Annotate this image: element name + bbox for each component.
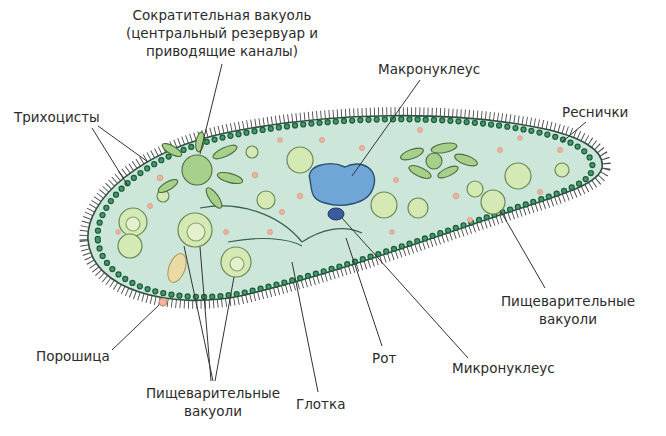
cilia bbox=[88, 116, 602, 301]
leader-lines bbox=[346, 238, 382, 346]
granules bbox=[268, 230, 273, 235]
granules bbox=[453, 193, 459, 199]
leader-lines bbox=[112, 305, 159, 350]
contractile-vacuole bbox=[211, 142, 238, 161]
granules bbox=[148, 204, 153, 209]
trichocyst-row bbox=[98, 119, 593, 297]
leader-lines bbox=[292, 262, 318, 392]
leader-lines bbox=[92, 128, 128, 186]
part-label: Пищеварительные вакуоли bbox=[493, 292, 643, 328]
food-vacuoles bbox=[178, 213, 212, 247]
food-vacuoles bbox=[555, 163, 569, 177]
part-label: Пищеварительные вакуоли bbox=[138, 384, 288, 420]
macronucleus bbox=[309, 164, 374, 205]
granules bbox=[394, 178, 399, 183]
part-label: Трихоцисты bbox=[14, 108, 134, 126]
leader-lines bbox=[500, 210, 545, 288]
granules bbox=[157, 175, 163, 181]
pharynx bbox=[200, 206, 362, 246]
granules bbox=[297, 193, 303, 199]
food-vacuoles bbox=[408, 198, 428, 218]
part-label: Рот bbox=[372, 349, 412, 367]
contractile-vacuole bbox=[182, 155, 212, 185]
granules bbox=[360, 146, 365, 151]
contractile-vacuole bbox=[194, 131, 205, 152]
food-vacuoles bbox=[467, 181, 483, 197]
part-label: Глотка bbox=[296, 395, 376, 413]
leader-lines bbox=[92, 64, 586, 392]
contractile-vacuole bbox=[156, 131, 478, 210]
anal-pore bbox=[159, 298, 167, 306]
part-label: Сократительная вакуоль (центральный резе… bbox=[120, 6, 325, 60]
granules bbox=[418, 128, 423, 133]
granules bbox=[538, 190, 543, 195]
contractile-vacuole bbox=[160, 141, 183, 159]
granules bbox=[558, 148, 563, 153]
food-vacuoles bbox=[287, 147, 313, 173]
food-vacuoles bbox=[187, 223, 205, 241]
granules bbox=[252, 172, 258, 178]
food-vacuoles bbox=[481, 190, 505, 214]
granules bbox=[320, 138, 325, 143]
part-label: Реснички bbox=[562, 103, 652, 121]
granules bbox=[518, 136, 523, 141]
granules bbox=[498, 148, 503, 153]
cilia bbox=[88, 116, 602, 301]
food-vacuoles bbox=[126, 217, 140, 231]
granules bbox=[390, 230, 395, 235]
leader-lines bbox=[215, 277, 234, 381]
contractile-vacuole bbox=[203, 186, 224, 211]
leader-lines bbox=[342, 218, 468, 358]
trichocyst-row bbox=[98, 119, 593, 297]
food-vacuoles bbox=[257, 191, 275, 209]
granules bbox=[468, 218, 473, 223]
contractile-vacuole bbox=[399, 146, 425, 163]
macronucleus bbox=[309, 164, 374, 205]
micronucleus bbox=[328, 208, 344, 220]
granules bbox=[116, 128, 563, 235]
contractile-vacuole bbox=[426, 153, 442, 169]
granules bbox=[280, 210, 285, 215]
food-vacuoles bbox=[505, 163, 531, 189]
contractile-vacuole bbox=[216, 170, 243, 185]
food-vacuoles bbox=[371, 192, 397, 218]
leader-lines bbox=[98, 126, 148, 162]
food-vacuoles bbox=[221, 247, 251, 277]
leader-lines bbox=[184, 246, 213, 381]
granules bbox=[278, 138, 283, 143]
part-label: Макронуклеус bbox=[378, 60, 508, 78]
food-vacuoles bbox=[119, 208, 147, 236]
trichocyst-row bbox=[98, 119, 593, 297]
leader-lines bbox=[200, 64, 222, 154]
part-label: Порошица bbox=[36, 347, 136, 365]
cell-body bbox=[88, 116, 602, 301]
food-vacuoles bbox=[246, 146, 258, 158]
cell-body bbox=[88, 116, 602, 301]
contractile-vacuole bbox=[453, 152, 479, 169]
part-label: Микронуклеус bbox=[452, 359, 582, 377]
pharynx bbox=[228, 239, 302, 246]
food-vacuoles bbox=[230, 257, 244, 271]
pharynx bbox=[200, 206, 302, 242]
granules bbox=[224, 230, 229, 235]
leader-lines bbox=[352, 80, 420, 176]
leader-lines bbox=[200, 247, 211, 381]
micronucleus bbox=[328, 208, 344, 220]
granules bbox=[116, 230, 121, 235]
anal-pore bbox=[159, 251, 190, 306]
leader-lines bbox=[562, 122, 586, 142]
food-vacuoles bbox=[118, 234, 142, 258]
